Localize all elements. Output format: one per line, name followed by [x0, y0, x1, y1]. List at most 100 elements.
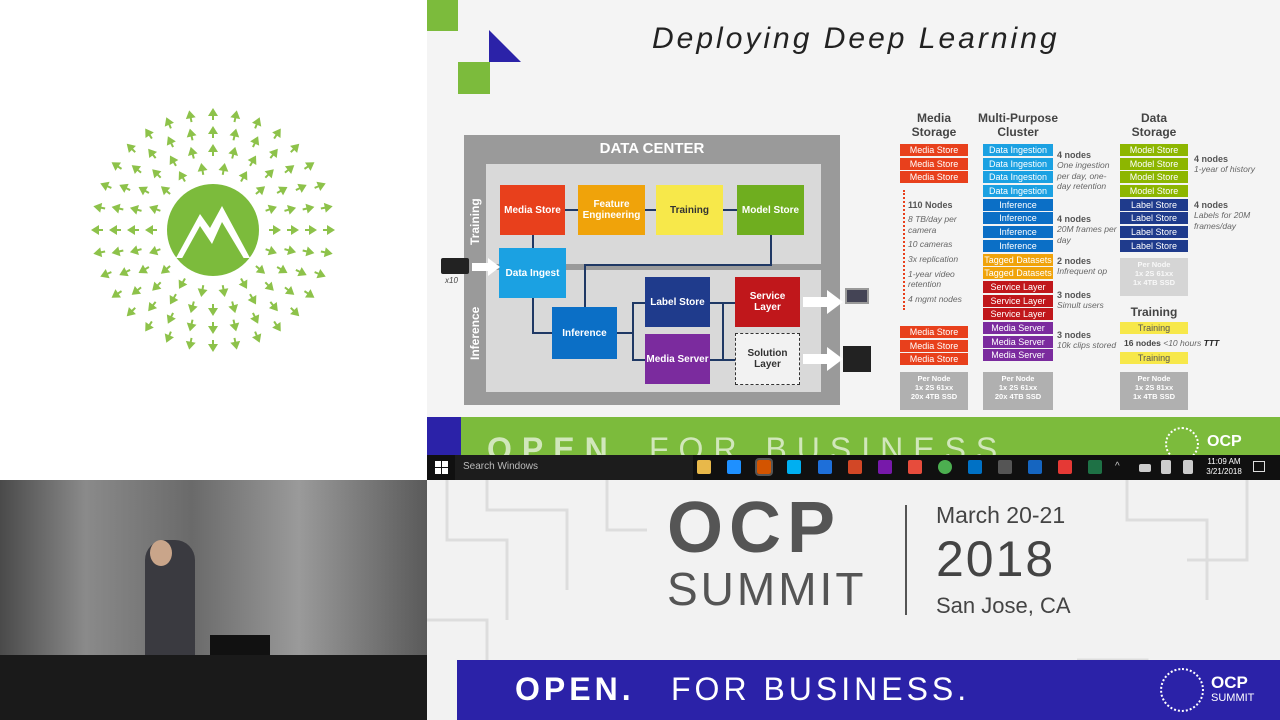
connector-arrow	[710, 359, 735, 361]
training-block: Training	[656, 185, 723, 235]
search-box[interactable]: Search Windows	[455, 455, 693, 480]
dotted-divider	[903, 190, 905, 310]
office-icon[interactable]	[1058, 460, 1072, 474]
sunburst-arrow	[91, 225, 103, 235]
sunburst-arrow	[218, 284, 229, 297]
windows-start-icon[interactable]	[435, 461, 448, 474]
note: 3x replication	[908, 253, 959, 264]
sunburst-arrow	[295, 267, 307, 277]
media-store-bar: Media Store	[900, 171, 968, 184]
clock[interactable]: 11:09 AM 3/21/2018	[1199, 457, 1249, 477]
app-icon[interactable]	[908, 460, 922, 474]
sunburst-arrow	[230, 110, 241, 123]
onenote-icon[interactable]	[878, 460, 892, 474]
sunburst-arrow	[187, 146, 198, 159]
note: 1-year video retention	[908, 268, 955, 290]
sunburst-arrow	[129, 245, 142, 256]
speaker-head	[150, 540, 172, 566]
sunburst-arrow	[197, 163, 208, 176]
ocp-sunburst-icon	[1165, 427, 1199, 457]
model-store-block: Model Store	[737, 185, 804, 235]
per-node-line: 1x 4TB SSD	[1132, 278, 1176, 287]
chevron-up-icon[interactable]: ^	[1115, 461, 1120, 472]
note: Simult users	[1057, 300, 1104, 310]
speaker-video-feed	[0, 480, 427, 720]
clock-date: 3/21/2018	[1206, 467, 1242, 476]
note-bold: 4 nodes	[1194, 200, 1229, 210]
sunburst-arrow	[238, 277, 248, 289]
file-explorer-icon[interactable]	[697, 460, 711, 474]
sunburst-arrow	[186, 319, 197, 332]
cluster-bar: Media Server	[983, 335, 1053, 348]
camera-icon	[441, 258, 469, 274]
media-store-bar: Media Store	[900, 144, 968, 156]
connector-arrow	[532, 235, 534, 248]
app-icon[interactable]	[998, 460, 1012, 474]
sunburst-arrow	[314, 181, 326, 191]
powerpoint-active-icon[interactable]	[755, 458, 773, 476]
cluster-bar: Data Ingestion	[983, 171, 1053, 184]
sunburst-arrow	[247, 293, 257, 305]
sunburst-arrow	[320, 202, 333, 213]
per-node-line: 20x 4TB SSD	[994, 392, 1042, 401]
training-bar-2: Training	[1120, 352, 1188, 364]
network-icon[interactable]	[1161, 460, 1171, 474]
solution-layer-block: Solution Layer	[735, 333, 800, 385]
media-store-block: Media Store	[500, 185, 565, 235]
per-node-title: Per Node	[917, 374, 951, 383]
note-bold: 4 nodes	[1057, 214, 1092, 224]
powerpoint-icon[interactable]	[848, 460, 862, 474]
connector-arrow	[532, 298, 534, 333]
skype-icon[interactable]	[787, 460, 801, 474]
data-center-title: DATA CENTER	[599, 140, 705, 157]
sunburst-arrow	[127, 225, 139, 235]
sunburst-arrow	[166, 312, 176, 324]
sunburst-arrow	[218, 163, 229, 176]
sunburst-arrow	[138, 186, 150, 196]
note: Infrequent op	[1057, 266, 1108, 276]
sunburst-arrow	[126, 143, 136, 153]
sunburst-arrow	[138, 264, 150, 274]
sunburst-arrow	[111, 289, 123, 298]
corner-triangle-decoration	[489, 30, 521, 62]
notification-center-icon[interactable]	[1253, 461, 1265, 472]
excel-icon[interactable]	[1088, 460, 1102, 474]
sunburst-arrow	[208, 126, 218, 138]
training-header: Training	[1130, 305, 1178, 319]
note: 10 cameras	[908, 239, 953, 250]
sunburst-arrow	[250, 312, 260, 324]
sunburst-arrow	[230, 337, 241, 350]
media-store-bar: Media Store	[900, 353, 968, 366]
note-bold: 3 nodes	[1057, 330, 1092, 340]
sunburst-arrow	[295, 183, 307, 193]
lock-icon[interactable]	[1028, 460, 1042, 474]
per-node-line: 1x 2S 61xx	[998, 383, 1038, 392]
volume-icon[interactable]	[1183, 460, 1193, 474]
per-node-title: Per Node	[1001, 374, 1035, 383]
battery-icon[interactable]	[1139, 464, 1151, 472]
sunburst-arrow	[252, 331, 262, 343]
sunburst-arrow	[255, 186, 266, 196]
sunburst-arrow	[149, 204, 161, 215]
sunburst-arrow	[265, 204, 277, 215]
sunburst-arrow	[129, 204, 142, 215]
sunburst-arrow	[131, 165, 142, 175]
sunburst-arrow	[152, 281, 162, 291]
cluster-bar: Model Store	[1120, 144, 1188, 156]
intel-icon[interactable]	[968, 460, 982, 474]
sunburst-arrow	[145, 225, 157, 235]
internet-explorer-icon[interactable]	[727, 460, 741, 474]
chrome-icon[interactable]	[938, 460, 952, 474]
sunburst-arrow	[264, 281, 274, 291]
ocp-badge-icon	[1160, 668, 1204, 712]
cluster-per-node-card: Per Node 1x 2S 61xx 20x 4TB SSD	[983, 372, 1053, 410]
cluster-bar: Data Ingestion	[983, 185, 1053, 198]
cluster-bar: Inference	[983, 212, 1053, 225]
edge-icon[interactable]	[818, 460, 832, 474]
corner-square-decoration-2	[458, 62, 490, 94]
note: 20M frames per day	[1057, 224, 1117, 245]
sunburst-arrow	[290, 143, 300, 153]
sunburst-arrow	[284, 204, 297, 215]
sunburst-arrow	[268, 301, 278, 312]
